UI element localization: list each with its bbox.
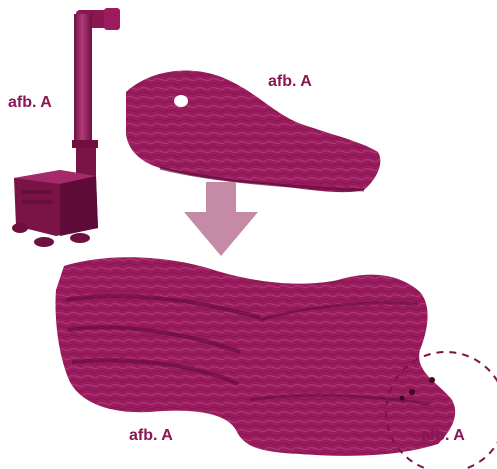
water-pump-icon (12, 8, 120, 247)
base-caption: afb. A (129, 428, 173, 444)
detail-caption: afb. A (421, 428, 465, 444)
lid-caption: afb. A (268, 74, 312, 90)
rock-base-piece (56, 257, 456, 456)
arrow-down-icon (184, 182, 258, 256)
rock-lid-piece (126, 70, 380, 192)
pump-caption: afb. A (8, 95, 52, 111)
